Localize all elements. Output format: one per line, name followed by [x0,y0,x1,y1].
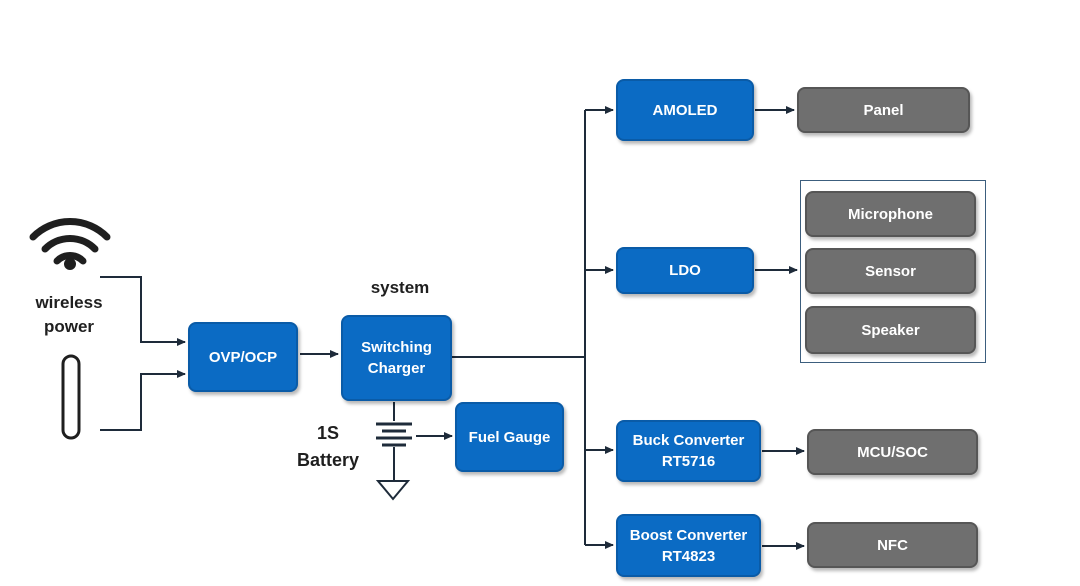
ovp-ocp-label: OVP/OCP [208,348,278,366]
ovp-ocp-block[interactable]: OVP/OCP [188,322,298,392]
amoled-block[interactable]: AMOLED [616,79,754,141]
panel-block[interactable]: Panel [797,87,970,133]
fuel-gauge-block[interactable]: Fuel Gauge [455,402,564,472]
wireless-power-label-line1: wireless [35,293,103,312]
switching-charger-label-line2: Charger [367,360,426,377]
mcu-soc-block[interactable]: MCU/SOC [807,429,978,475]
battery-label-line2: Battery [296,450,360,470]
wifi-icon [29,218,111,265]
microphone-label: Microphone [848,205,933,223]
buck-converter-label-line1: Buck Converter [632,432,745,449]
ldo-label: LDO [669,262,701,279]
battery-label: 1S Battery [286,420,370,474]
buck-converter-block[interactable]: Buck Converter RT5716 [616,420,761,482]
ground-icon [375,480,411,501]
mcu-soc-label: MCU/SOC [857,443,928,461]
usb-plug-icon [61,354,81,440]
system-label: system [370,278,430,297]
sensor-block[interactable]: Sensor [805,248,976,294]
boost-converter-label-line1: Boost Converter [629,526,748,544]
speaker-label: Speaker [861,321,920,339]
battery-label-line1: 1S [316,423,340,443]
boost-converter-block[interactable]: Boost Converter RT4823 [616,514,761,577]
panel-label: Panel [863,101,904,119]
switching-charger-block[interactable]: Switching Charger [341,315,452,401]
wire-wired-to-ovp [100,370,186,431]
ldo-load-group [800,180,986,363]
microphone-block[interactable]: Microphone [805,191,976,237]
buck-converter-label-line2: RT5716 [661,453,716,470]
wire-wireless-to-ovp [100,276,186,346]
fuel-gauge-label: Fuel Gauge [468,428,551,446]
speaker-block[interactable]: Speaker [805,306,976,354]
wireless-power-label-line2: power [43,317,95,336]
wireless-power-label: wireless power [20,291,118,339]
sensor-label: Sensor [865,262,916,280]
switching-charger-label-line1: Switching [361,339,432,356]
ldo-block[interactable]: LDO [616,247,754,294]
boost-converter-label-line2: RT4823 [661,547,716,565]
battery-icon [376,422,412,480]
wifi-dot [64,258,76,270]
amoled-label: AMOLED [652,101,718,119]
nfc-block[interactable]: NFC [807,522,978,568]
nfc-label: NFC [877,536,908,554]
